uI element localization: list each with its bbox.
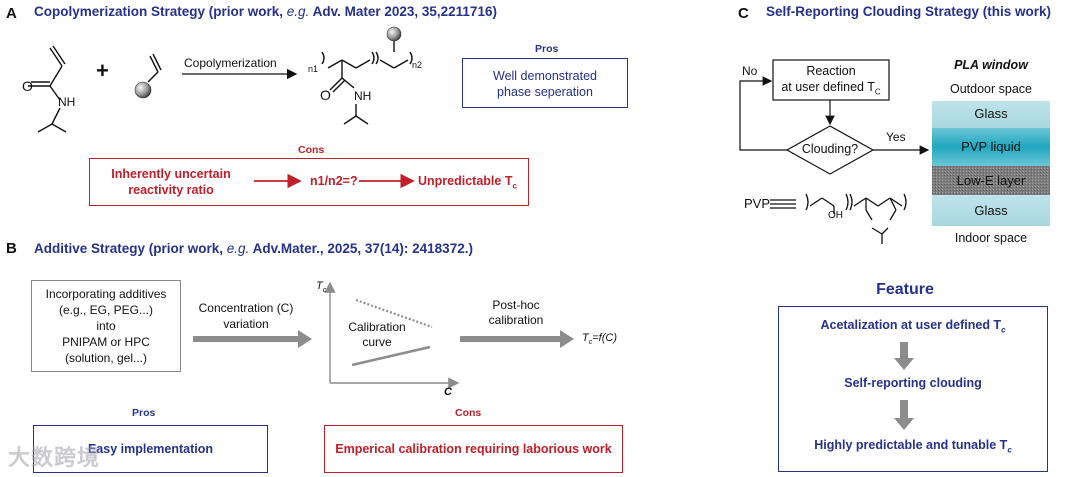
tc-axis-label: Tc (316, 280, 327, 295)
concentration-big-arrow (193, 330, 312, 348)
oh-label: OH (828, 210, 843, 221)
feature-predictable: Highly predictable and tunable Tc (814, 438, 1012, 455)
low-e-label: Low-E layer (956, 173, 1026, 188)
copolymer-o-label: O (320, 87, 331, 103)
nipam-monomer-structure (28, 45, 67, 133)
pvp-structure (770, 193, 907, 244)
panel-b-cons-label: Cons (455, 407, 482, 419)
feature-arrow-1 (894, 342, 914, 370)
nipam-o-label: O (22, 78, 33, 94)
panel-a-cons-text: Inherently uncertain reactivity ratio (111, 167, 231, 197)
concentration-label: Concentration (C) variation (198, 301, 294, 331)
panel-a-cons-label: Cons (298, 144, 325, 156)
c-axis-label: C (444, 386, 452, 398)
reaction-label: Reaction at user defined TC (781, 64, 881, 97)
nipam-nh-label: NH (58, 95, 76, 109)
copolymerization-label: Copolymerization (184, 56, 277, 70)
reaction-box (772, 59, 890, 101)
calibration-curve-label: Calibration curve (348, 320, 406, 349)
additives-box: Incorporating additives (e.g., EG, PEG..… (31, 280, 181, 372)
glass-top-label: Glass (974, 106, 1008, 121)
pvp-label: PVP (744, 196, 771, 211)
panel-b-pros-box: Easy implementation (33, 425, 268, 473)
panel-a-letter: A (6, 5, 17, 22)
unpredictable-tc-label: Unpredictable Tc (418, 174, 517, 191)
tc-function-label: Tc=f(C) (582, 332, 617, 347)
no-label: No (742, 64, 758, 78)
copolymer-ball (386, 26, 402, 42)
calibration-dotted-line (355, 298, 433, 329)
panel-b-letter: B (6, 240, 17, 257)
pvp-liquid-layer (932, 128, 1050, 166)
clouding-diamond (785, 125, 875, 175)
clouding-label: Clouding? (801, 142, 859, 156)
panel-a-cons-box (89, 158, 529, 206)
panel-b-pros-label: Pros (132, 407, 156, 419)
vinyl-monomer-structure (134, 53, 162, 99)
feature-self-reporting: Self-reporting clouding (844, 376, 982, 390)
panel-a-pros-box: Well demonstrated phase seperation (462, 58, 628, 108)
panel-c-letter: C (738, 5, 749, 22)
calibration-solid-line (351, 345, 431, 367)
panel-a-heading: Copolymerization Strategy (prior work, e… (34, 4, 497, 19)
yes-label: Yes (886, 130, 906, 144)
outdoor-space-label: Outdoor space (950, 82, 1032, 96)
panel-c-heading: Self-Reporting Clouding Strategy (this w… (766, 4, 1052, 19)
glass-layer-bottom (932, 195, 1050, 226)
panel-b-cons-box: Emperical calibration requiring laboriou… (324, 425, 623, 473)
panel-b-heading: Additive Strategy (prior work, e.g. Adv.… (34, 241, 473, 256)
pvp-liquid-label: PVP liquid (961, 139, 1021, 154)
pla-window-title: PLA window (954, 58, 1028, 72)
glass-layer-top (932, 101, 1050, 128)
feature-title: Feature (876, 281, 934, 298)
feature-arrow-2 (894, 400, 914, 430)
watermark-text: 大数跨境 (8, 445, 101, 470)
n2-label: n2 (412, 60, 423, 70)
copolymer-structure (321, 40, 413, 125)
panel-a-pros-label: Pros (535, 43, 559, 55)
feature-box (778, 306, 1048, 472)
ratio-question-label: n1/n2=? (310, 174, 358, 188)
low-e-layer (932, 166, 1050, 195)
indoor-space-label: Indoor space (954, 231, 1028, 245)
posthoc-label: Post-hoc calibration (488, 298, 544, 327)
plus-sign: + (96, 58, 109, 83)
copolymer-nh-label: NH (354, 89, 372, 103)
no-loop-arrow (739, 76, 787, 151)
feature-acetalization: Acetalization at user defined Tc (820, 318, 1006, 335)
glass-bottom-label: Glass (974, 203, 1008, 218)
posthoc-big-arrow (460, 330, 574, 348)
n1-label: n1 (308, 64, 319, 74)
